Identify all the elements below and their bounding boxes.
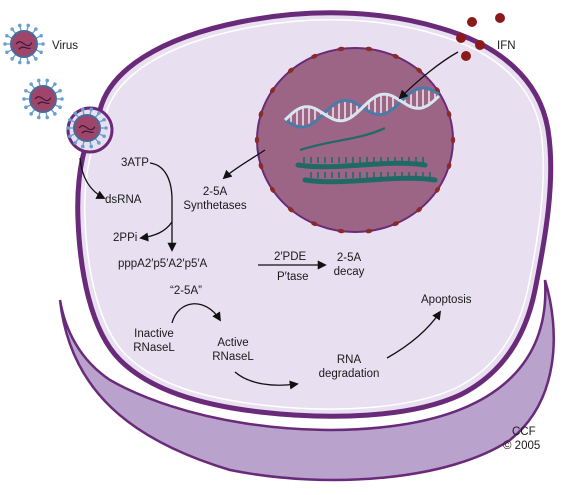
ifn-dot <box>467 17 477 27</box>
virus-particle-2 <box>22 78 64 120</box>
pde-label: 2′PDE <box>274 251 307 263</box>
credit-label-line2: © 2005 <box>503 440 541 452</box>
virus-spike-tip <box>41 42 45 46</box>
decay-label-line2: decay <box>333 266 365 278</box>
ptase-label: P′tase <box>277 271 309 283</box>
transcript-strand <box>299 127 386 152</box>
active-rnasel-label-line1: Active <box>217 337 249 349</box>
virus-spike-tip <box>102 134 106 139</box>
synthetases-label-line1: 2-5A <box>202 186 228 198</box>
virus-label: Virus <box>52 40 78 52</box>
cell-membrane-inner <box>83 19 545 410</box>
two5a-quoted-label: “2-5A” <box>170 285 202 297</box>
arrow-virus-to-dsrna <box>79 157 106 199</box>
virus-genome <box>34 96 52 105</box>
dsrna-label: dsRNA <box>105 194 142 206</box>
arrow-ifn-to-nucleus <box>398 51 459 100</box>
virus-genome <box>15 41 33 50</box>
virus-spike-tip <box>80 144 85 149</box>
credit-label-line1: CCF <box>512 426 536 438</box>
virus-spike-tip <box>24 88 28 93</box>
cell-shadow <box>58 279 555 482</box>
virus-spike-tip <box>53 82 57 86</box>
synthetases-label-line2: Synthetases <box>183 200 247 212</box>
virus-genome <box>78 125 96 134</box>
virus-spike-tip <box>17 23 22 28</box>
virus-spike-tip <box>29 82 33 86</box>
virus-spike-tip <box>45 78 50 83</box>
arrow-to-apoptosis <box>386 310 442 359</box>
inactive-rnasel-label-line1: Inactive <box>134 328 174 340</box>
virus-spike-tip <box>89 144 94 149</box>
virus-spike-tip <box>5 50 9 55</box>
virus-spike-tip <box>104 126 108 130</box>
ifn-dot <box>456 33 466 43</box>
virus-spike-tip <box>26 60 31 65</box>
virus-spike-tip <box>39 33 43 38</box>
ifn-molecules <box>456 13 505 61</box>
virus-particle-3 <box>66 107 108 149</box>
arrow-to-ppi <box>139 221 173 242</box>
ppi-label: 2PPi <box>113 232 138 244</box>
dna-strand-2 <box>283 92 441 123</box>
virus-spike-tip <box>29 112 33 116</box>
virus-spike-tip <box>10 27 14 31</box>
mrna-strands <box>295 157 438 185</box>
virus-spike-tip <box>24 105 28 110</box>
rna-degradation-label-line2: degradation <box>318 368 380 380</box>
virus-spike-tip <box>89 107 94 112</box>
decay-label-line1: 2-5A <box>336 252 362 264</box>
mrna-strand-1 <box>295 160 428 170</box>
ifn-dot <box>461 51 471 61</box>
virus-particle-1 <box>3 23 45 65</box>
virus-spike-tip <box>39 50 43 55</box>
virus-spike-tip <box>3 42 7 46</box>
virus-spike-tip <box>97 111 101 115</box>
active-rnasel-label-line2: RNaseL <box>212 351 254 363</box>
virus-spike-tip <box>45 115 50 120</box>
virus-spike-tip <box>34 57 38 61</box>
arrow-to-rna-degradation <box>234 371 299 390</box>
atp-label: 3ATP <box>121 157 149 169</box>
virus-spike-tip <box>73 141 77 145</box>
arrow-nucleus-to-synthetases <box>222 149 266 180</box>
arrow-rnasel-activation <box>171 303 221 324</box>
mrna-strand-2 <box>302 175 438 185</box>
virus-spike-tip <box>34 27 38 31</box>
virus-spike-tip <box>17 60 22 65</box>
virus-spike-tip <box>26 23 31 28</box>
virus-spike-tip <box>5 33 9 38</box>
ifn-dot <box>475 40 485 50</box>
ifn-dot <box>495 13 505 23</box>
virus-spike-tip <box>80 107 85 112</box>
virus-spike-tip <box>68 134 72 139</box>
virus-spike-tip <box>22 97 26 101</box>
virus-spike-tip <box>102 117 106 122</box>
virus-spike-tip <box>60 97 64 101</box>
dna-helix <box>283 86 441 152</box>
virus-spike-tip <box>58 88 62 93</box>
ifn-label: IFN <box>497 40 516 52</box>
virus-spike-tip <box>36 78 41 83</box>
virus-spike-tip <box>66 126 70 130</box>
nuclear-pores <box>254 46 456 234</box>
arrow-atp-to-oligo <box>149 162 177 252</box>
oligoadenylate-label: pppA2′p5′A2′p5′A <box>118 258 208 270</box>
virus-spike-tip <box>73 111 77 115</box>
virus-spike-tip <box>36 115 41 120</box>
virus-spike-tip <box>53 112 57 116</box>
virus-spike-tip <box>97 141 101 145</box>
inactive-rnasel-label-line2: RNaseL <box>133 342 175 354</box>
virus-spike-tip <box>10 57 14 61</box>
apoptosis-label: Apoptosis <box>421 294 472 306</box>
virus-spike-tip <box>68 117 72 122</box>
virus-spike-tip <box>58 105 62 110</box>
rna-degradation-label-line1: RNA <box>336 354 362 366</box>
